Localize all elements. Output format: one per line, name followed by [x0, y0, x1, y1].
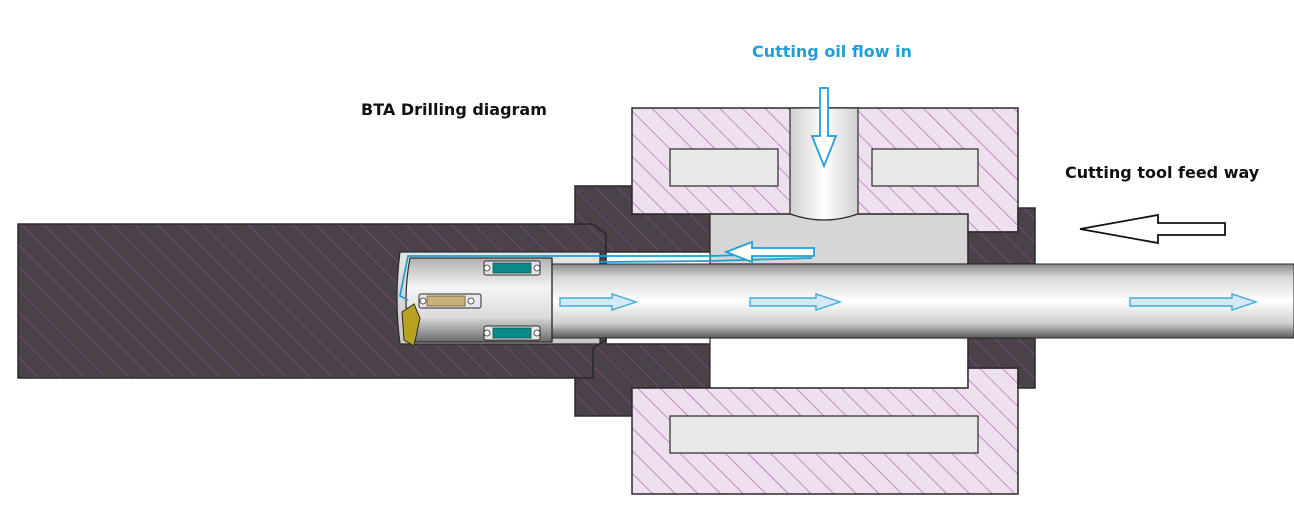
oil-head-cavity-right [871, 148, 979, 187]
oil-chamber-lower [709, 337, 969, 389]
oil-head-cavity-left [669, 148, 779, 187]
right-arrow-icon [559, 293, 1259, 311]
oil-flow-label: Cutting oil flow in [752, 42, 912, 61]
guide-pad-top [483, 260, 541, 276]
guide-pad-bottom [483, 325, 541, 341]
oil-head-cavity-lower [669, 415, 979, 454]
left-arrow-icon [1079, 213, 1226, 245]
cutting-insert-middle [418, 293, 482, 309]
flow-left-arrow-icon [723, 240, 815, 264]
diagram-title: BTA Drilling diagram [361, 100, 547, 119]
feed-direction-label: Cutting tool feed way [1065, 163, 1260, 182]
down-arrow-icon [810, 87, 838, 169]
oil-flow-path [398, 252, 813, 301]
carbide-tip [401, 303, 421, 347]
